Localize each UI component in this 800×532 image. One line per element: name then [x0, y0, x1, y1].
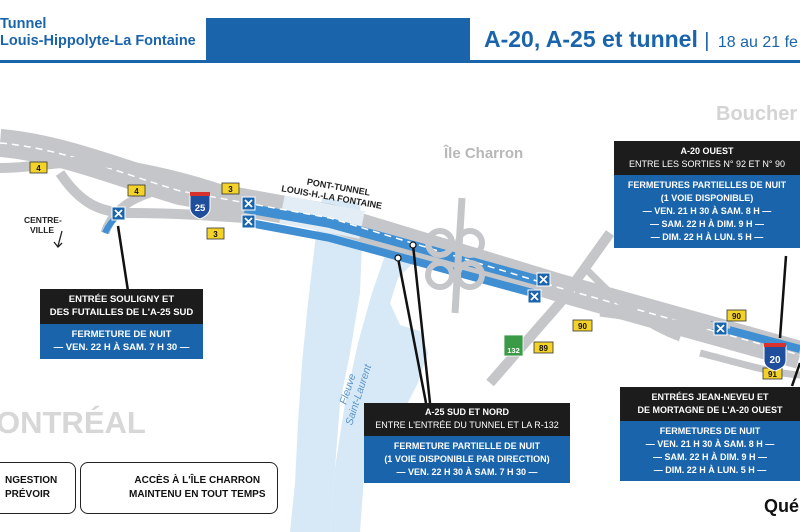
- route-89-marker: 89: [533, 341, 554, 354]
- closure-box-jean-neveu: ENTRÉES JEAN-NEVEU ET DE MORTAGNE DE L'A…: [620, 387, 800, 481]
- a20-title-2: ENTRE LES SORTIES N° 92 ET N° 90: [629, 159, 785, 169]
- route-90-marker-a: 90: [572, 319, 593, 332]
- congestion-line-2: PRÉVOIR: [5, 489, 51, 500]
- route-4-marker-b: 4: [127, 184, 146, 197]
- charron-road: [451, 197, 466, 314]
- header-title-panel: [470, 18, 800, 62]
- jean-neveu-detail-4: — DIM. 22 H À LUN. 5 H —: [653, 465, 767, 475]
- montreal-label: ONTRÉAL: [0, 405, 146, 440]
- leader-jean-neveu: [790, 362, 800, 387]
- leader-a25-dot-2: [409, 241, 417, 249]
- closure-box-souligny: ENTRÉE SOULIGNY ET DES FUTAILLES DE L'A-…: [40, 289, 203, 359]
- a20-title-1: A-20 OUEST: [680, 146, 734, 156]
- souligny-detail-1: FERMETURE DE NUIT: [71, 329, 172, 340]
- exit-91-ramp: [699, 349, 800, 379]
- boucherville-label: Boucher: [716, 103, 797, 125]
- svg-text:4: 4: [36, 164, 41, 173]
- river-water: [290, 198, 362, 532]
- lane-divider: [0, 142, 800, 356]
- svg-text:90: 90: [732, 312, 741, 321]
- jean-neveu-title-2: DE MORTAGNE DE L'A-20 OUEST: [637, 405, 783, 415]
- main-title-text: A-20, A-25 et tunnel: [484, 26, 698, 52]
- page-title: A-20, A-25 et tunnel | 18 au 21 fe: [484, 22, 798, 60]
- closure-box-a20-ouest: A-20 OUEST ENTRE LES SORTIES N° 92 ET N°…: [614, 141, 800, 248]
- subtitle-line2: Louis-Hippolyte-La Fontaine: [0, 33, 196, 49]
- a20-shield: 20: [763, 343, 787, 372]
- leader-souligny: [116, 225, 130, 292]
- route-3-marker-b: 3: [206, 227, 225, 240]
- souligny-detail-2: — VEN. 22 H À SAM. 7 H 30 —: [53, 342, 190, 353]
- a25-title-2: ENTRE L'ENTRÉE DU TUNNEL ET LA R-132: [375, 420, 559, 430]
- svg-text:89: 89: [539, 344, 548, 353]
- leader-a25-2: [411, 244, 432, 404]
- route-90-marker-b: 90: [726, 309, 747, 322]
- a20-detail-5: — DIM. 22 H À LUN. 5 H —: [650, 232, 764, 242]
- header-underline: [0, 60, 800, 63]
- svg-text:4: 4: [134, 187, 139, 196]
- ile-charron-label: Île Charron: [443, 144, 523, 162]
- route-3-marker-a: 3: [221, 182, 240, 195]
- a20-detail-4: — SAM. 22 H À DIM. 9 H —: [649, 219, 765, 229]
- svg-text:3: 3: [213, 230, 218, 239]
- souligny-title-1: ENTRÉE SOULIGNY ET: [68, 294, 175, 305]
- charron-loop-east: [455, 228, 485, 258]
- a25-detail-1: FERMETURE PARTIELLE DE NUIT: [393, 441, 541, 451]
- title-separator: |: [704, 30, 710, 52]
- jean-neveu-detail-1: FERMETURES DE NUIT: [659, 426, 761, 436]
- centre-ville-arrow: [53, 230, 63, 248]
- legend-access-ile-charron: ACCÈS À L'ÎLE CHARRON MAINTENU EN TOUT T…: [80, 462, 278, 514]
- jean-neveu-detail-3: — SAM. 22 H À DIM. 9 H —: [652, 452, 768, 462]
- a25-detail-3: — VEN. 22 H 30 À SAM. 7 H 30 —: [396, 467, 538, 477]
- subtitle-line1: Tunnel: [0, 16, 47, 32]
- closure-x-charron-south-icon: [527, 289, 542, 304]
- leader-a20-ouest: [778, 255, 788, 339]
- charron-loop-west: [425, 228, 455, 258]
- route-4-marker-a: 4: [29, 161, 48, 174]
- a20-detail-2: (1 VOIE DISPONIBLE): [660, 193, 754, 203]
- charron-loop-se: [455, 260, 485, 290]
- svg-text:132: 132: [507, 346, 520, 355]
- closure-x-charron-north-icon: [536, 272, 551, 287]
- closure-highlight-a25-south: [249, 219, 542, 299]
- svg-text:90: 90: [578, 322, 587, 331]
- leader-a25-1: [396, 257, 428, 404]
- charron-loop-sw: [425, 260, 455, 290]
- svg-text:20: 20: [769, 355, 781, 366]
- jean-neveu-title-1: ENTRÉES JEAN-NEVEU ET: [651, 392, 769, 402]
- souligny-title-2: DES FUTAILLES DE L'A-25 SUD: [49, 307, 194, 318]
- centre-ville-label-2: VILLE: [30, 225, 54, 235]
- a20-detail-3: — VEN. 21 H 30 À SAM. 8 H —: [642, 206, 772, 216]
- closure-x-west-south-icon: [241, 214, 256, 229]
- west-ramp-south: [55, 170, 246, 223]
- congestion-line-1: NGESTION: [5, 475, 58, 486]
- legend-congestion: NGESTION PRÉVOIR: [0, 462, 76, 514]
- svg-text:25: 25: [195, 203, 206, 214]
- jean-neveu-detail-2: — VEN. 21 H 30 À SAM. 8 H —: [645, 439, 775, 449]
- route-132-ramp: [582, 265, 682, 342]
- closure-box-a25: A-25 SUD ET NORD ENTRE L'ENTRÉE DU TUNNE…: [364, 403, 570, 483]
- a25-shield: 25: [189, 192, 211, 220]
- svg-text:3: 3: [228, 185, 233, 194]
- a25-detail-2: (1 VOIE DISPONIBLE PAR DIRECTION): [384, 454, 550, 464]
- quebec-logo-text: Qué: [764, 496, 800, 516]
- centre-ville-label: CENTRE-: [24, 215, 62, 225]
- route-132-marker: 132: [503, 334, 524, 357]
- closure-x-souligny-icon: [111, 206, 126, 221]
- a25-title-1: A-25 SUD ET NORD: [424, 407, 509, 417]
- closure-x-a20-icon: [713, 321, 728, 336]
- a20-detail-1: FERMETURES PARTIELLES DE NUIT: [627, 180, 787, 190]
- river-water-east: [330, 235, 428, 532]
- access-line-1: ACCÈS À L'ÎLE CHARRON: [134, 475, 261, 486]
- svg-text:91: 91: [768, 370, 777, 379]
- date-range: 18 au 21 fe: [717, 34, 798, 51]
- closure-x-west-north-icon: [241, 196, 256, 211]
- leader-a25-dot-1: [394, 254, 402, 262]
- access-line-2: MAINTENU EN TOUT TEMPS: [129, 489, 266, 500]
- tunnel-subtitle: Tunnel Louis-Hippolyte-La Fontaine: [0, 16, 196, 50]
